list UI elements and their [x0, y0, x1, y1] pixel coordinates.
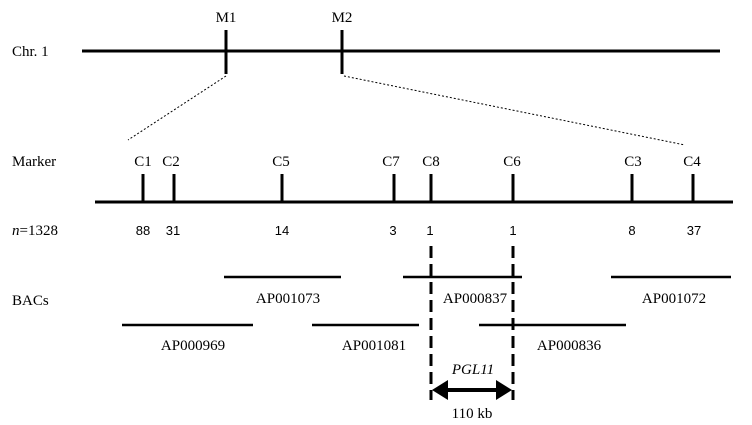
bac-label-ap000969: AP000969 — [161, 338, 225, 354]
recombinant-count-c4: 37 — [687, 223, 701, 238]
marker-label-c6: C6 — [503, 154, 521, 170]
chromosome-label: Chr. 1 — [12, 44, 49, 60]
bac-label-ap001072: AP001072 — [642, 291, 706, 307]
marker-label-c2: C2 — [162, 154, 180, 170]
population-size-label: n=1328 — [12, 223, 58, 239]
marker-label-c3: C3 — [624, 154, 642, 170]
marker-label-c5: C5 — [272, 154, 290, 170]
marker-label-c7: C7 — [382, 154, 400, 170]
bac-label-ap000836: AP000836 — [537, 338, 602, 354]
bac-label-ap000837: AP000837 — [443, 291, 508, 307]
gene-label: PGL11 — [451, 362, 494, 378]
zoom-connector-right — [343, 75, 686, 146]
recombinant-count-c8: 1 — [426, 223, 433, 238]
recombinant-count-c3: 8 — [628, 223, 635, 238]
recombinant-count-c7: 3 — [389, 223, 396, 238]
bacs-row-label: BACs — [12, 293, 49, 309]
zoom-connector-left — [127, 75, 227, 141]
marker-row-label: Marker — [12, 154, 56, 170]
recombinant-count-c6: 1 — [509, 223, 516, 238]
marker-label-c4: C4 — [683, 154, 701, 170]
bac-label-ap001073: AP001073 — [256, 291, 320, 307]
recombinant-count-c5: 14 — [275, 223, 289, 238]
interval-size-label: 110 kb — [452, 406, 493, 422]
population-n-symbol: n — [12, 223, 20, 239]
interval-double-arrow — [432, 380, 512, 400]
chromosome-marker-label-m2: M2 — [332, 10, 353, 26]
population-size-value: =1328 — [20, 223, 58, 239]
marker-label-c8: C8 — [422, 154, 440, 170]
chromosome-marker-label-m1: M1 — [216, 10, 237, 26]
recombinant-count-c1: 88 — [136, 223, 150, 238]
bac-label-ap001081: AP001081 — [342, 338, 406, 354]
marker-label-c1: C1 — [134, 154, 152, 170]
recombinant-count-c2: 31 — [166, 223, 180, 238]
